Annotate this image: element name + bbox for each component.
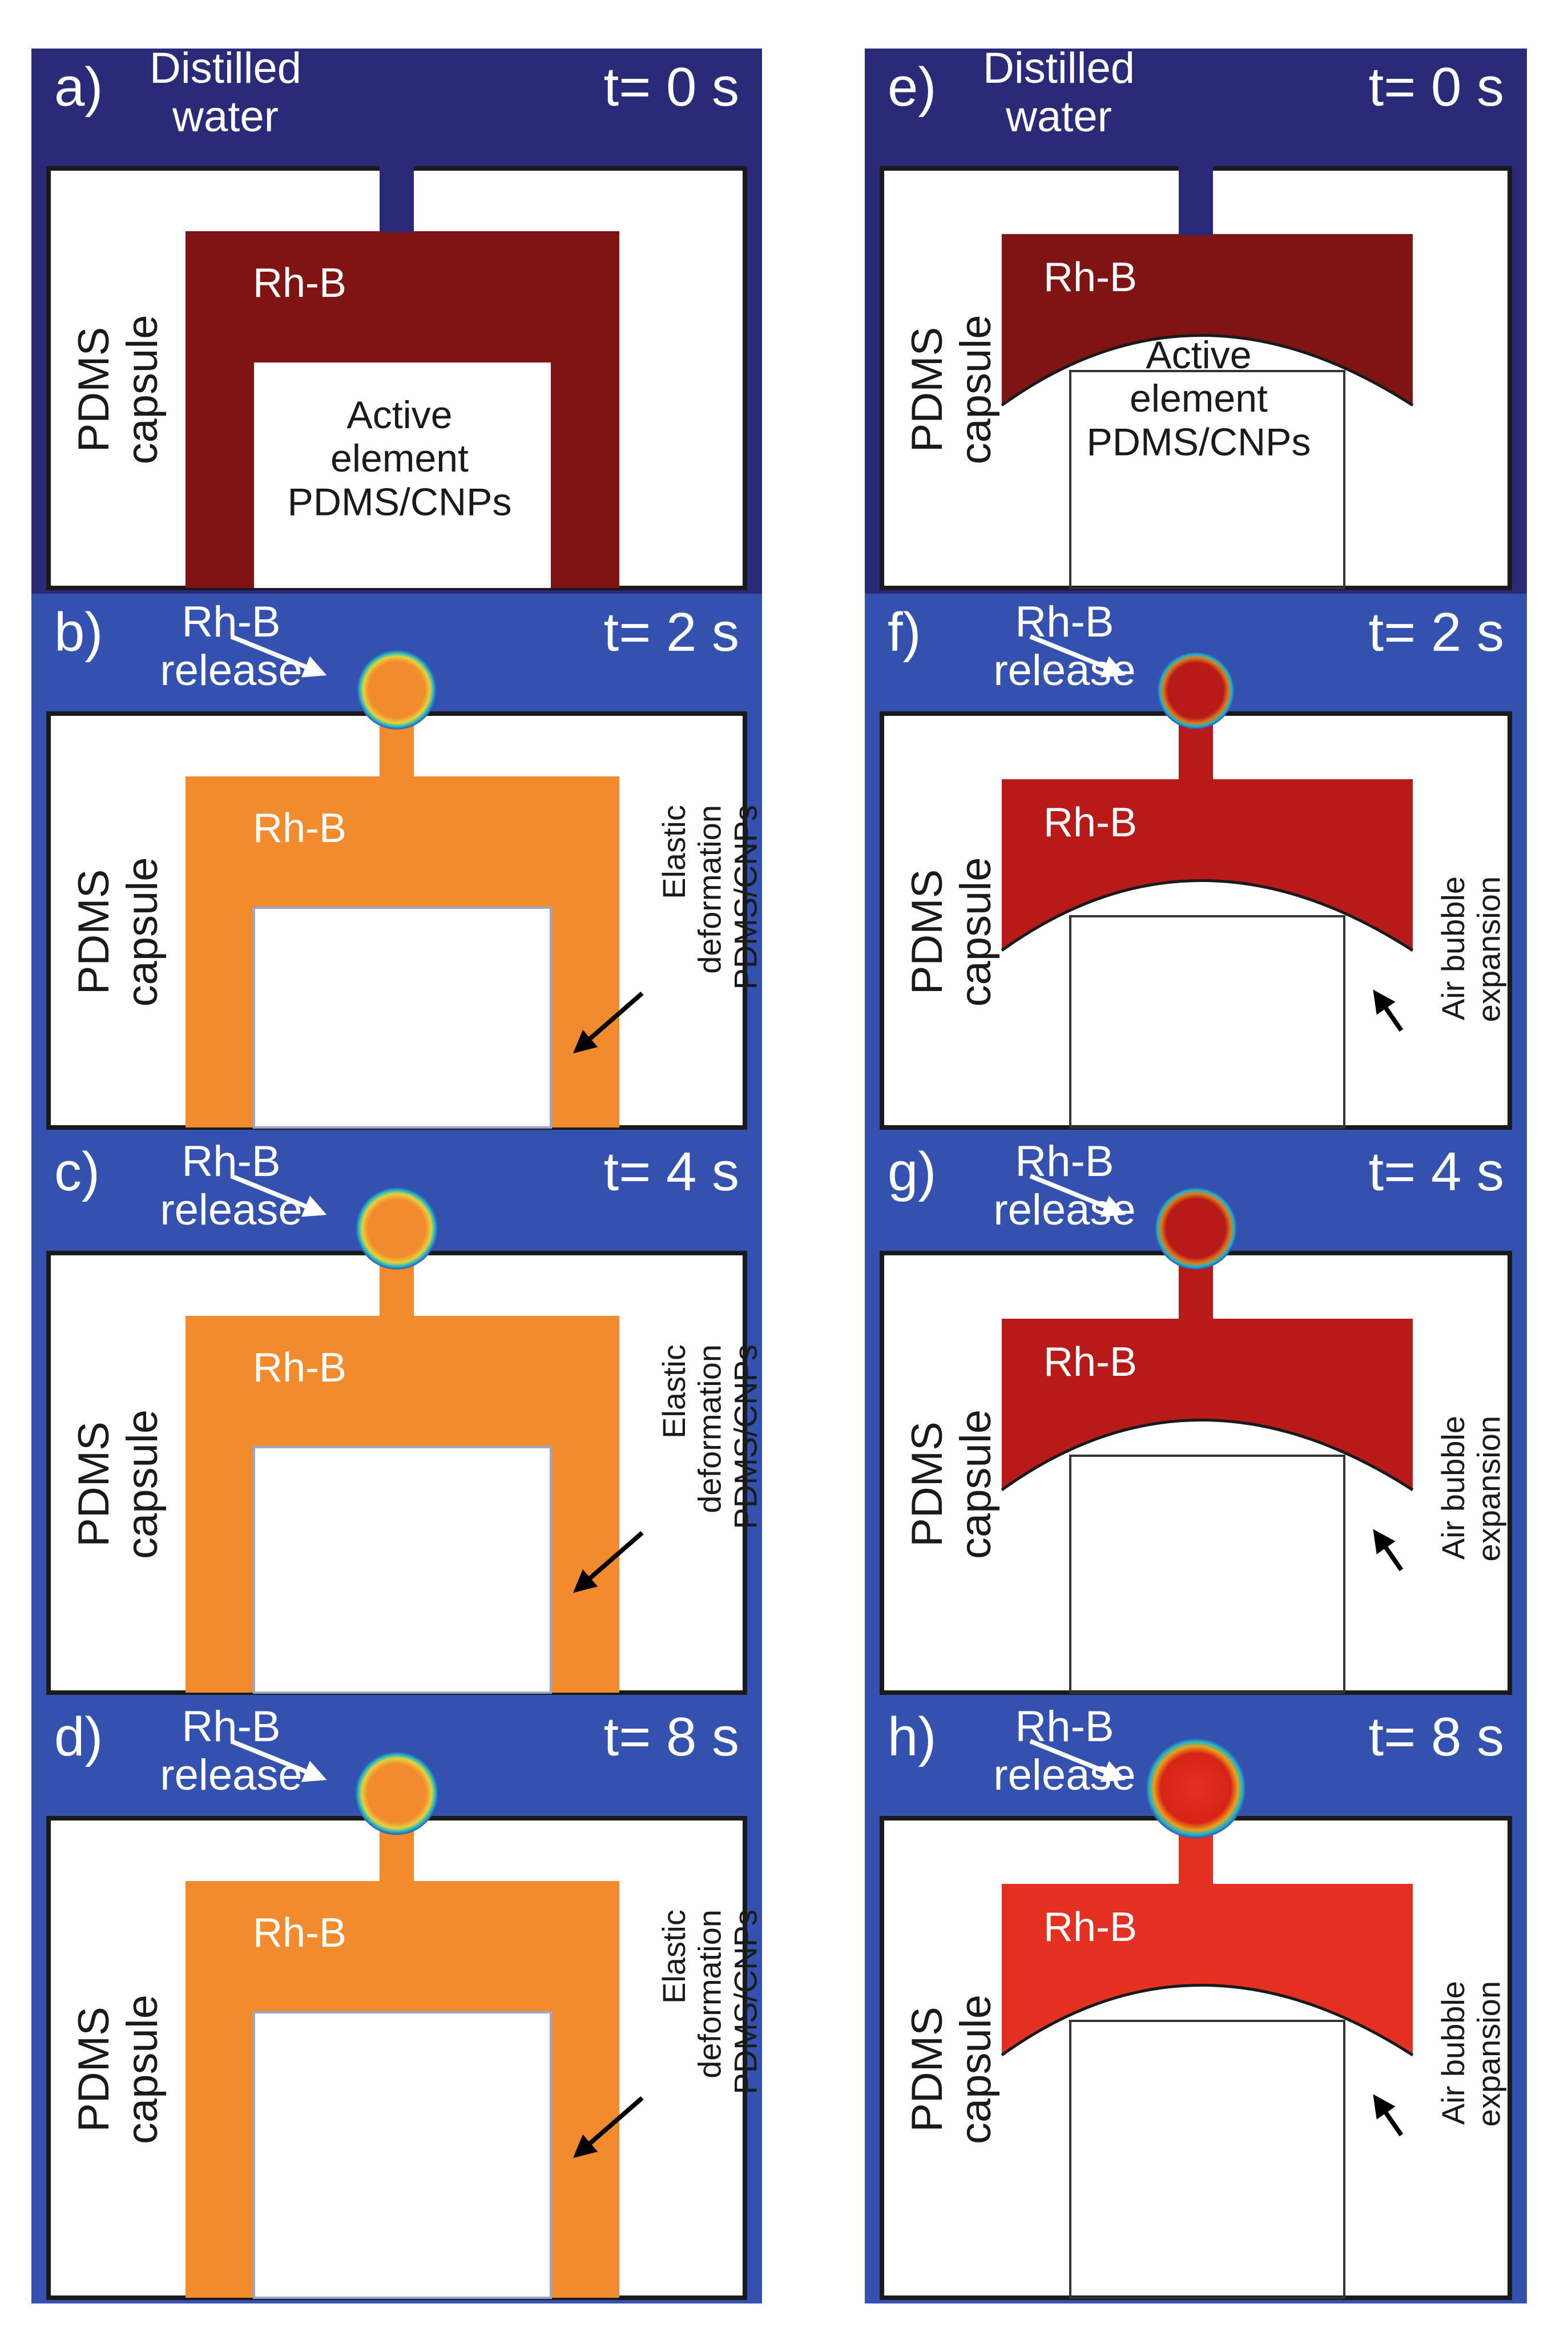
elastic-deformation-label: ElasticdeformationPDMS/CNPs	[656, 1910, 763, 2095]
panel-letter: b)	[54, 602, 103, 663]
rhb-label: Rh-B	[253, 806, 346, 851]
rhb-droplet	[1157, 652, 1235, 729]
panel-letter: d)	[54, 1706, 103, 1767]
rhb-chamber	[186, 1316, 619, 1693]
rhb-chamber	[1002, 779, 1413, 951]
active-element	[253, 2011, 552, 2299]
rhb-droplet	[356, 1187, 438, 1270]
release-arrow	[230, 1174, 327, 1217]
time-label: t= 2 s	[604, 602, 739, 663]
panel-letter: c)	[54, 1141, 100, 1202]
air-interface	[1001, 334, 1414, 407]
time-label: t= 2 s	[1369, 602, 1504, 663]
capsule-label: PDMScapsule	[70, 1995, 167, 2144]
panel-b: Rh-B ElasticdeformationPDMS/CNPs b) t= 2 s R…	[31, 594, 763, 1133]
time-label: t= 8 s	[1369, 1706, 1504, 1767]
active-element	[253, 907, 552, 1129]
deformation-arrow	[573, 2096, 644, 2158]
panel-letter: e)	[888, 57, 936, 118]
panel-letter: h)	[888, 1706, 936, 1767]
rhb-chamber	[186, 231, 619, 588]
rhb-droplet	[1155, 1187, 1237, 1270]
bubble-arrow	[1373, 2094, 1404, 2137]
outlet-channel	[1179, 164, 1213, 235]
time-label: t= 4 s	[604, 1141, 739, 1202]
time-label: t= 4 s	[1369, 1141, 1504, 1202]
release-arrow	[1029, 634, 1126, 678]
release-arrow	[1029, 1174, 1126, 1217]
capsule-label: PDMScapsule	[70, 1409, 167, 1559]
capsule-label: PDMScapsule	[903, 315, 1000, 465]
panel-letter: f)	[888, 602, 921, 663]
capsule-label: PDMScapsule	[70, 857, 167, 1007]
active-element	[253, 1446, 552, 1694]
elastic-deformation-label: ElasticdeformationPDMS/CNPs	[656, 1344, 763, 1529]
rhb-chamber	[1002, 1319, 1413, 1490]
panel-c: Rh-B ElasticdeformationPDMS/CNPs c) t= 4 s R…	[31, 1133, 763, 1698]
release-arrow	[230, 634, 327, 678]
rhb-chamber	[1002, 234, 1413, 405]
outlet-channel	[380, 164, 414, 232]
active-element	[1069, 2020, 1345, 2299]
active-element	[254, 363, 551, 588]
air-bubble-label: Air bubbleexpansion	[1435, 876, 1507, 1022]
rhb-droplet	[357, 650, 437, 730]
air-interface	[1001, 1419, 1414, 1492]
rhb-label: Rh-B	[253, 260, 346, 306]
rhb-chamber	[186, 776, 619, 1127]
release-arrow	[1029, 1739, 1126, 1782]
air-interface	[1001, 1984, 1414, 2057]
panel-letter: g)	[888, 1141, 936, 1202]
capsule-label: PDMScapsule	[903, 1995, 1000, 2144]
rhb-label: Rh-B	[1043, 255, 1137, 300]
panel-letter: a)	[54, 57, 103, 118]
rhb-label: Rh-B	[1043, 1339, 1137, 1385]
air-bubble-label: Air bubbleexpansion	[1435, 1981, 1507, 2127]
rhb-label: Rh-B	[1043, 800, 1137, 845]
panel-d: Rh-B ElasticdeformationPDMS/CNPs d) t= 8 s R…	[31, 1698, 763, 2303]
rhb-label: Rh-B	[1043, 1904, 1137, 1950]
time-label: t= 8 s	[604, 1706, 739, 1767]
rhb-droplet	[1146, 1738, 1246, 1839]
air-bubble-label: Air bubbleexpansion	[1435, 1416, 1507, 1561]
bubble-arrow	[1373, 1529, 1404, 1572]
capsule-label: PDMScapsule	[70, 315, 167, 465]
rhb-chamber	[1002, 1884, 1413, 2055]
rhb-chamber	[186, 1881, 619, 2298]
rhb-label: Rh-B	[253, 1910, 346, 1956]
capsule-label: PDMScapsule	[903, 857, 1000, 1007]
deformation-arrow	[573, 1531, 644, 1593]
release-arrow	[230, 1739, 327, 1782]
rhb-label: Rh-B	[253, 1345, 346, 1391]
active-element	[1069, 370, 1345, 589]
air-interface	[1001, 879, 1414, 952]
rhb-droplet	[355, 1751, 438, 1835]
active-element	[1069, 1455, 1345, 1694]
capsule-label: PDMScapsule	[903, 1409, 1000, 1559]
bubble-arrow	[1373, 989, 1404, 1032]
active-element	[1069, 915, 1345, 1129]
elastic-deformation-label: ElasticdeformationPDMS/CNPs	[656, 805, 763, 990]
deformation-arrow	[573, 991, 644, 1054]
time-label: t= 0 s	[604, 57, 739, 118]
time-label: t= 0 s	[1369, 57, 1504, 118]
